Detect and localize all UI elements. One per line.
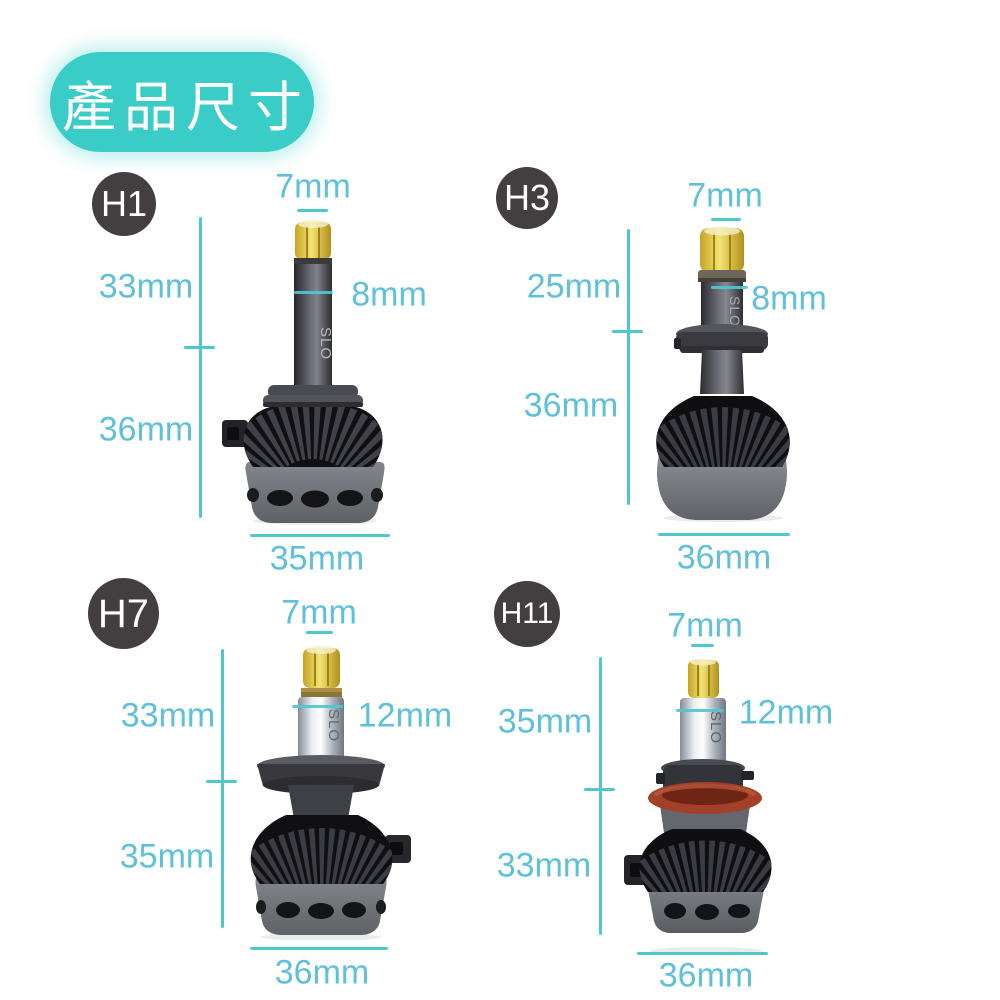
h1-stem-brand-text: SLO — [317, 327, 334, 360]
h11-height-cross-tick — [584, 788, 615, 791]
h3-base-width-label: 36mm — [676, 538, 772, 577]
page-title: 產品尺寸 — [50, 52, 314, 152]
h1-height-cross-tick — [184, 346, 215, 349]
h11-base-width-label: 36mm — [658, 956, 754, 995]
h11-lower-height-label: 33mm — [496, 846, 592, 885]
h3-top-width-label: 7mm — [687, 176, 763, 215]
h7-height-cross-tick — [206, 780, 237, 783]
h3-base-width-line — [658, 533, 790, 536]
h11-top-width-label: 7mm — [667, 606, 743, 645]
h1-lower-height-label: 36mm — [98, 410, 194, 449]
h11-base-width-line — [637, 952, 768, 955]
h11-stem-width-tick — [676, 709, 724, 712]
h11-top-width-tick — [691, 644, 714, 647]
h1-stem-width-label: 8mm — [351, 275, 427, 314]
h7-lower-height-label: 35mm — [119, 837, 215, 876]
h3-stem-width-label: 8mm — [751, 279, 827, 318]
model-badge-h1: H1 — [92, 172, 156, 236]
h3-stem-width-tick — [711, 286, 748, 289]
h3-top-width-tick — [711, 218, 741, 221]
h1-stem-width-tick — [294, 291, 333, 294]
model-badge-h11: H11 — [494, 581, 560, 647]
model-badge-h7: H7 — [88, 578, 159, 649]
h7-top-width-label: 7mm — [281, 593, 357, 632]
h1-height-dim-line — [199, 217, 202, 518]
h7-stem-width-label: 12mm — [357, 696, 453, 735]
h1-base-width-line — [250, 534, 390, 537]
h11-bulb-image: SLO — [624, 658, 772, 955]
page-title-text: 產品尺寸 — [62, 77, 310, 138]
h11-stem-width-label: 12mm — [738, 693, 834, 732]
h3-bulb-image: SLO — [656, 226, 790, 522]
h1-upper-height-label: 33mm — [98, 267, 194, 306]
h3-height-cross-tick — [612, 330, 643, 333]
h7-top-width-tick — [306, 631, 333, 634]
h1-base-width-label: 35mm — [269, 539, 365, 578]
h7-upper-height-label: 33mm — [120, 696, 216, 735]
h3-lower-height-label: 36mm — [523, 386, 619, 425]
h7-height-dim-line — [221, 649, 224, 928]
h7-base-width-label: 36mm — [274, 953, 370, 992]
h3-upper-height-label: 25mm — [526, 267, 622, 306]
h3-height-dim-line — [627, 229, 630, 505]
h11-stem-brand-text: SLO — [707, 711, 724, 744]
h3-stem-brand-text: SLO — [727, 296, 743, 327]
h1-bulb-image: SLO — [222, 220, 385, 525]
h1-top-width-label: 7mm — [275, 167, 351, 206]
h11-upper-height-label: 35mm — [497, 702, 593, 741]
h7-stem-width-tick — [292, 705, 343, 708]
h7-bulb-image: SLO — [250, 646, 411, 940]
h7-stem-brand-text: SLO — [325, 709, 342, 742]
h11-height-dim-line — [599, 657, 602, 935]
h7-base-width-line — [250, 947, 388, 950]
model-badge-h3: H3 — [496, 167, 558, 229]
h1-top-width-tick — [297, 209, 328, 212]
